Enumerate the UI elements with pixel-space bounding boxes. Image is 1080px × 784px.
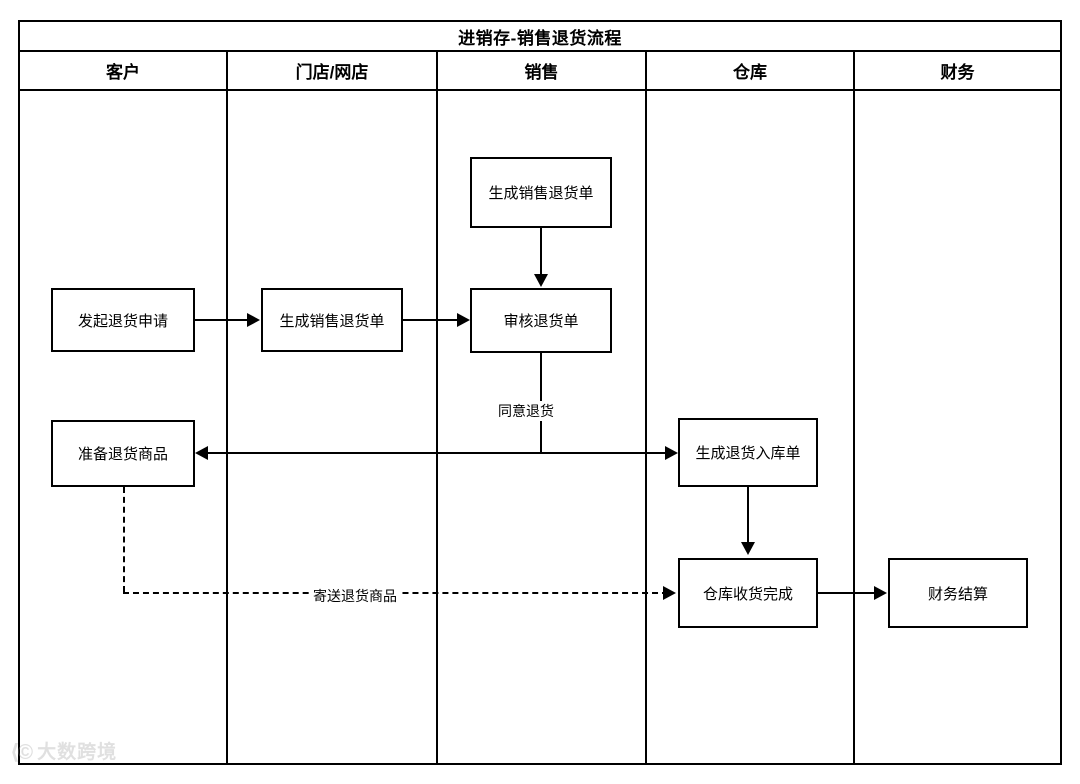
node-initiate-return-request[interactable]: 发起退货申请 [51, 288, 195, 352]
arrow-n3-to-n4 [457, 313, 470, 327]
lane-header-sales: 销售 [438, 52, 647, 89]
connector-return-bus [208, 452, 670, 454]
lane-header-finance: 财务 [940, 63, 975, 82]
node-finance-settlement[interactable]: 财务结算 [888, 558, 1028, 628]
arrow-n7-to-n8 [874, 586, 887, 600]
connector-n6-to-n7 [747, 487, 749, 542]
node-warehouse-receipt-complete[interactable]: 仓库收货完成 [678, 558, 818, 628]
connector-n3-to-n4 [403, 319, 457, 321]
lane-divider-2 [436, 91, 438, 765]
arrow-bus-to-n6 [665, 446, 678, 460]
edge-label-approve-return: 同意退货 [495, 401, 557, 421]
node-label: 准备退货商品 [77, 446, 168, 463]
connector-n1-to-n4 [540, 228, 542, 274]
node-generate-return-inbound-order[interactable]: 生成退货入库单 [678, 418, 818, 487]
arrow-bus-to-n5 [195, 446, 208, 460]
lane-divider-1 [226, 91, 228, 765]
edge-label-ship-return-goods: 寄送退货商品 [310, 586, 400, 606]
connector-n2-to-n3 [195, 319, 247, 321]
node-label: 生成销售退货单 [279, 312, 385, 330]
arrow-n2-to-n3 [247, 313, 260, 327]
node-label: 审核退货单 [503, 313, 579, 330]
node-review-return-order[interactable]: 审核退货单 [470, 288, 612, 353]
node-label: 生成销售退货单 [488, 185, 594, 202]
node-generate-sales-return-order-sales[interactable]: 生成销售退货单 [470, 157, 612, 228]
node-prepare-return-goods[interactable]: 准备退货商品 [51, 420, 195, 487]
lane-header-row: 客户 门店/网店 销售 仓库 财务 [20, 52, 1060, 91]
connector-n5-dashed-down [123, 487, 125, 592]
node-generate-sales-return-order-store[interactable]: 生成销售退货单 [261, 288, 403, 352]
arrow-dashed-to-n7 [663, 586, 676, 600]
lane-header-customer: 客户 [20, 52, 228, 89]
arrow-n1-to-n4 [534, 274, 548, 287]
node-label: 发起退货申请 [77, 312, 168, 330]
lane-divider-3 [645, 91, 647, 765]
node-label: 生成退货入库单 [695, 445, 801, 462]
page-title: 进销存-销售退货流程 [458, 28, 622, 48]
lane-divider-4 [853, 91, 855, 765]
lane-header-store: 门店/网店 [228, 52, 438, 89]
diagram-title-row: 进销存-销售退货流程 [20, 22, 1060, 52]
arrow-n6-to-n7 [741, 542, 755, 555]
node-label: 仓库收货完成 [702, 585, 793, 603]
node-label: 财务结算 [927, 585, 988, 603]
lane-header-warehouse: 仓库 [647, 52, 855, 89]
connector-n7-to-n8 [818, 592, 874, 594]
